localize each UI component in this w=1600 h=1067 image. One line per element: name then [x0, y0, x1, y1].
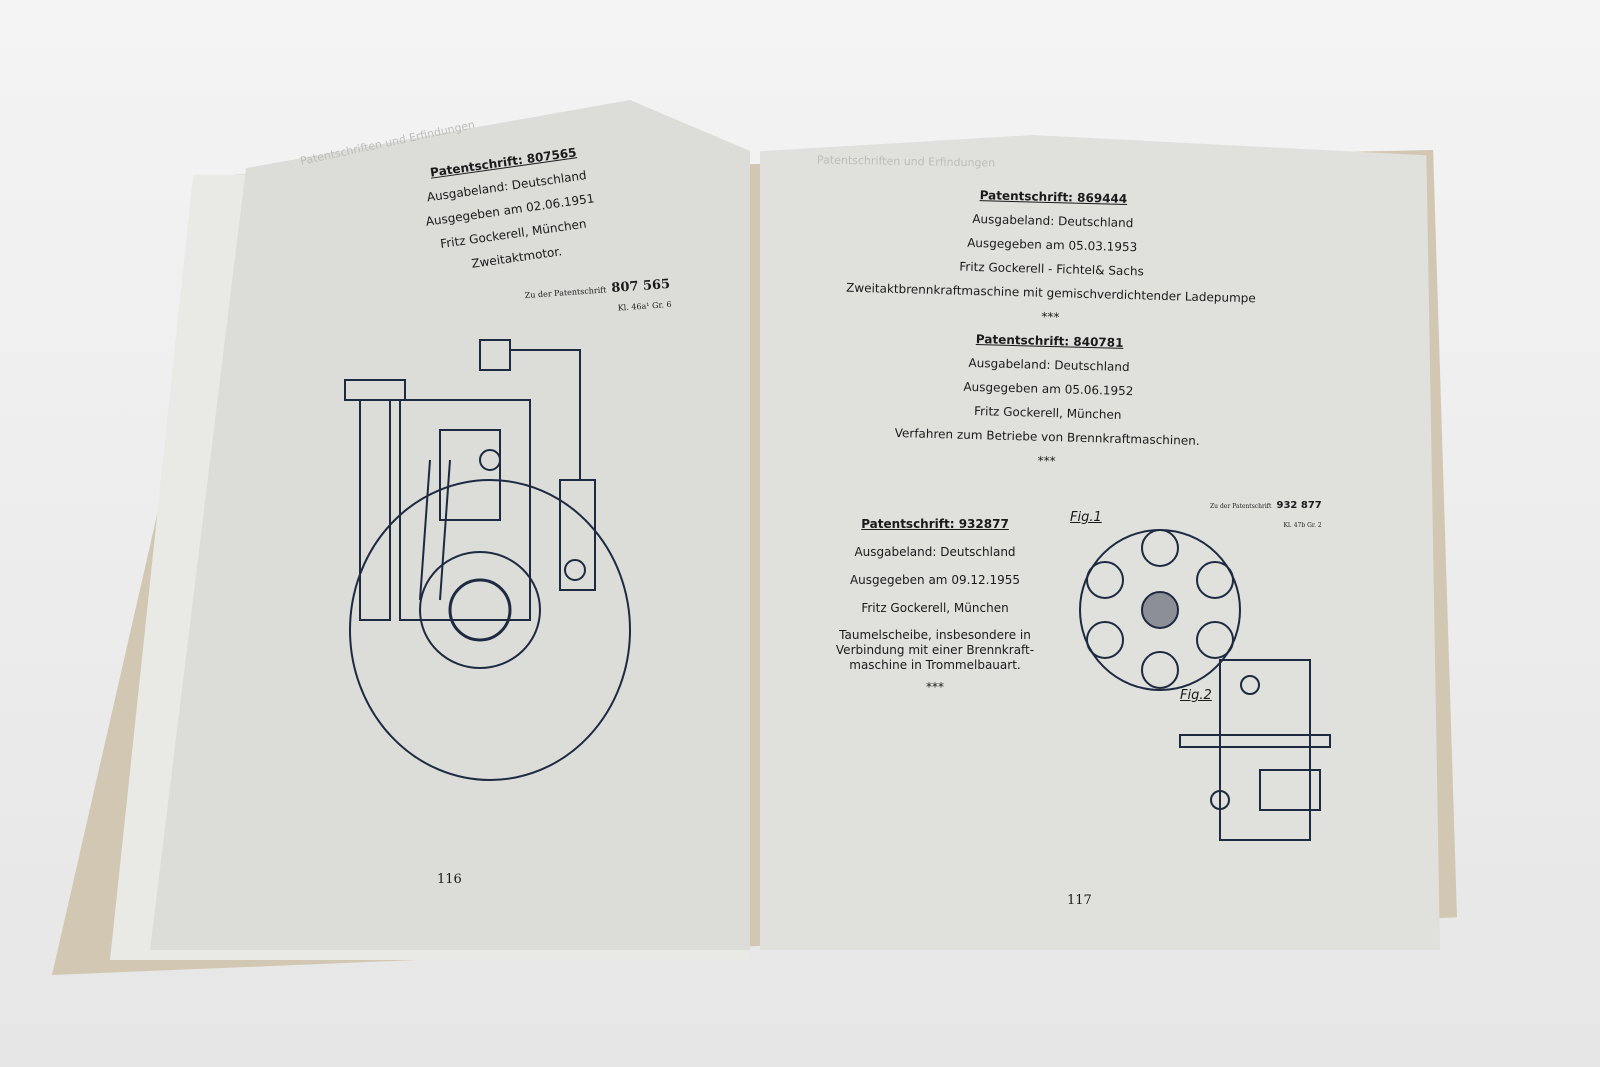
page-number-117: 117	[1067, 893, 1092, 908]
patent-title: Patentschrift: 932877	[861, 517, 1009, 531]
date: Ausgegeben am 09.12.1955	[849, 573, 1021, 587]
patent-entry-932877: Patentschrift: 932877 Ausgabeland: Deuts…	[820, 510, 1050, 701]
right-running-header: Patentschriften und Erfindungen	[816, 153, 996, 170]
engine-drawing	[344, 339, 631, 781]
country: Ausgabeland: Deutschland	[854, 545, 1016, 559]
swashplate-drawing	[1079, 529, 1331, 841]
description: Taumelscheibe, insbesondere in Verbindun…	[835, 628, 1035, 672]
right-page	[760, 135, 1440, 950]
fig2-label: Fig.2	[1180, 688, 1212, 703]
patent-entry-869444: Patentschrift: 869444 Ausgabeland: Deuts…	[826, 179, 1273, 478]
fig1-label: Fig.1	[1070, 510, 1102, 525]
separator: ***	[926, 680, 944, 694]
inventor: Fritz Gockerell, München	[861, 601, 1009, 615]
page-number-116: 116	[437, 872, 462, 887]
left-page	[150, 100, 750, 950]
